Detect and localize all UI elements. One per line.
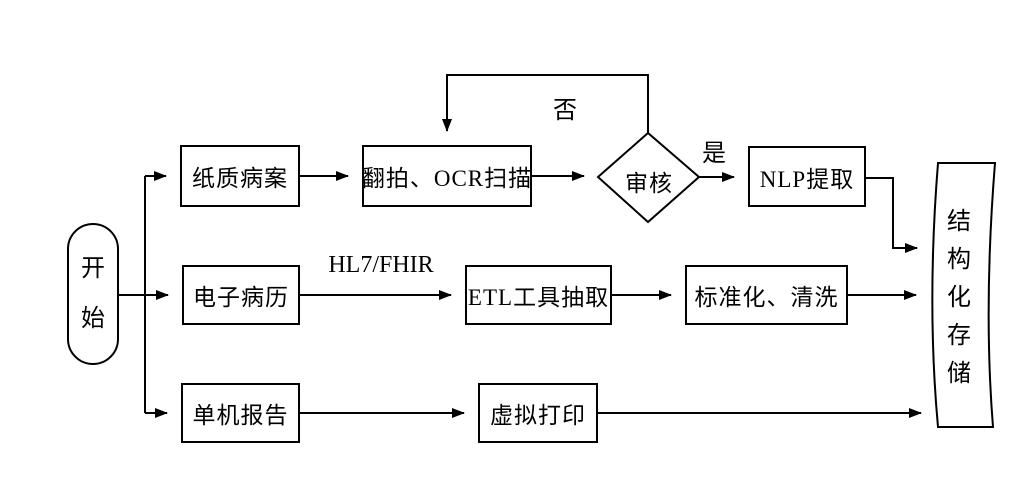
- standalone-report-label: 单机报告: [192, 403, 289, 428]
- edge-label-no: 否: [553, 98, 577, 124]
- ocr-scan-label: 翻拍、OCR扫描: [361, 166, 533, 191]
- edge-nlp-to-storage: [866, 177, 918, 253]
- node-standardize-clean: 标准化、清洗: [685, 265, 848, 325]
- node-emr: 电子病历: [182, 265, 300, 325]
- node-etl-extract: ETL工具抽取: [465, 265, 612, 325]
- emr-label: 电子病历: [193, 285, 289, 310]
- node-ocr-scan: 翻拍、OCR扫描: [362, 145, 532, 207]
- review-label: 审核: [625, 171, 673, 196]
- edge-label-hl7-fhir: HL7/FHIR: [328, 252, 434, 278]
- review-diamond-shape: [596, 131, 701, 224]
- node-standalone-report: 单机报告: [181, 383, 300, 443]
- virtual-print-label: 虚拟打印: [490, 403, 586, 428]
- standardize-clean-label: 标准化、清洗: [694, 285, 839, 310]
- node-virtual-print: 虚拟打印: [478, 383, 598, 443]
- edge-review-no-loop: [442, 74, 649, 133]
- node-paper-records: 纸质病案: [180, 145, 300, 207]
- node-start: 开始: [67, 223, 119, 365]
- edge-label-yes: 是: [702, 141, 726, 167]
- paper-records-label: 纸质病案: [192, 166, 288, 191]
- node-nlp-extract: NLP提取: [748, 146, 866, 207]
- storage-shape: [931, 162, 997, 428]
- start-label: 开始: [81, 256, 105, 332]
- nlp-extract-label: NLP提取: [759, 166, 855, 192]
- structured-storage-label: 结构化存储: [947, 209, 971, 387]
- etl-extract-label: ETL工具抽取: [467, 285, 610, 310]
